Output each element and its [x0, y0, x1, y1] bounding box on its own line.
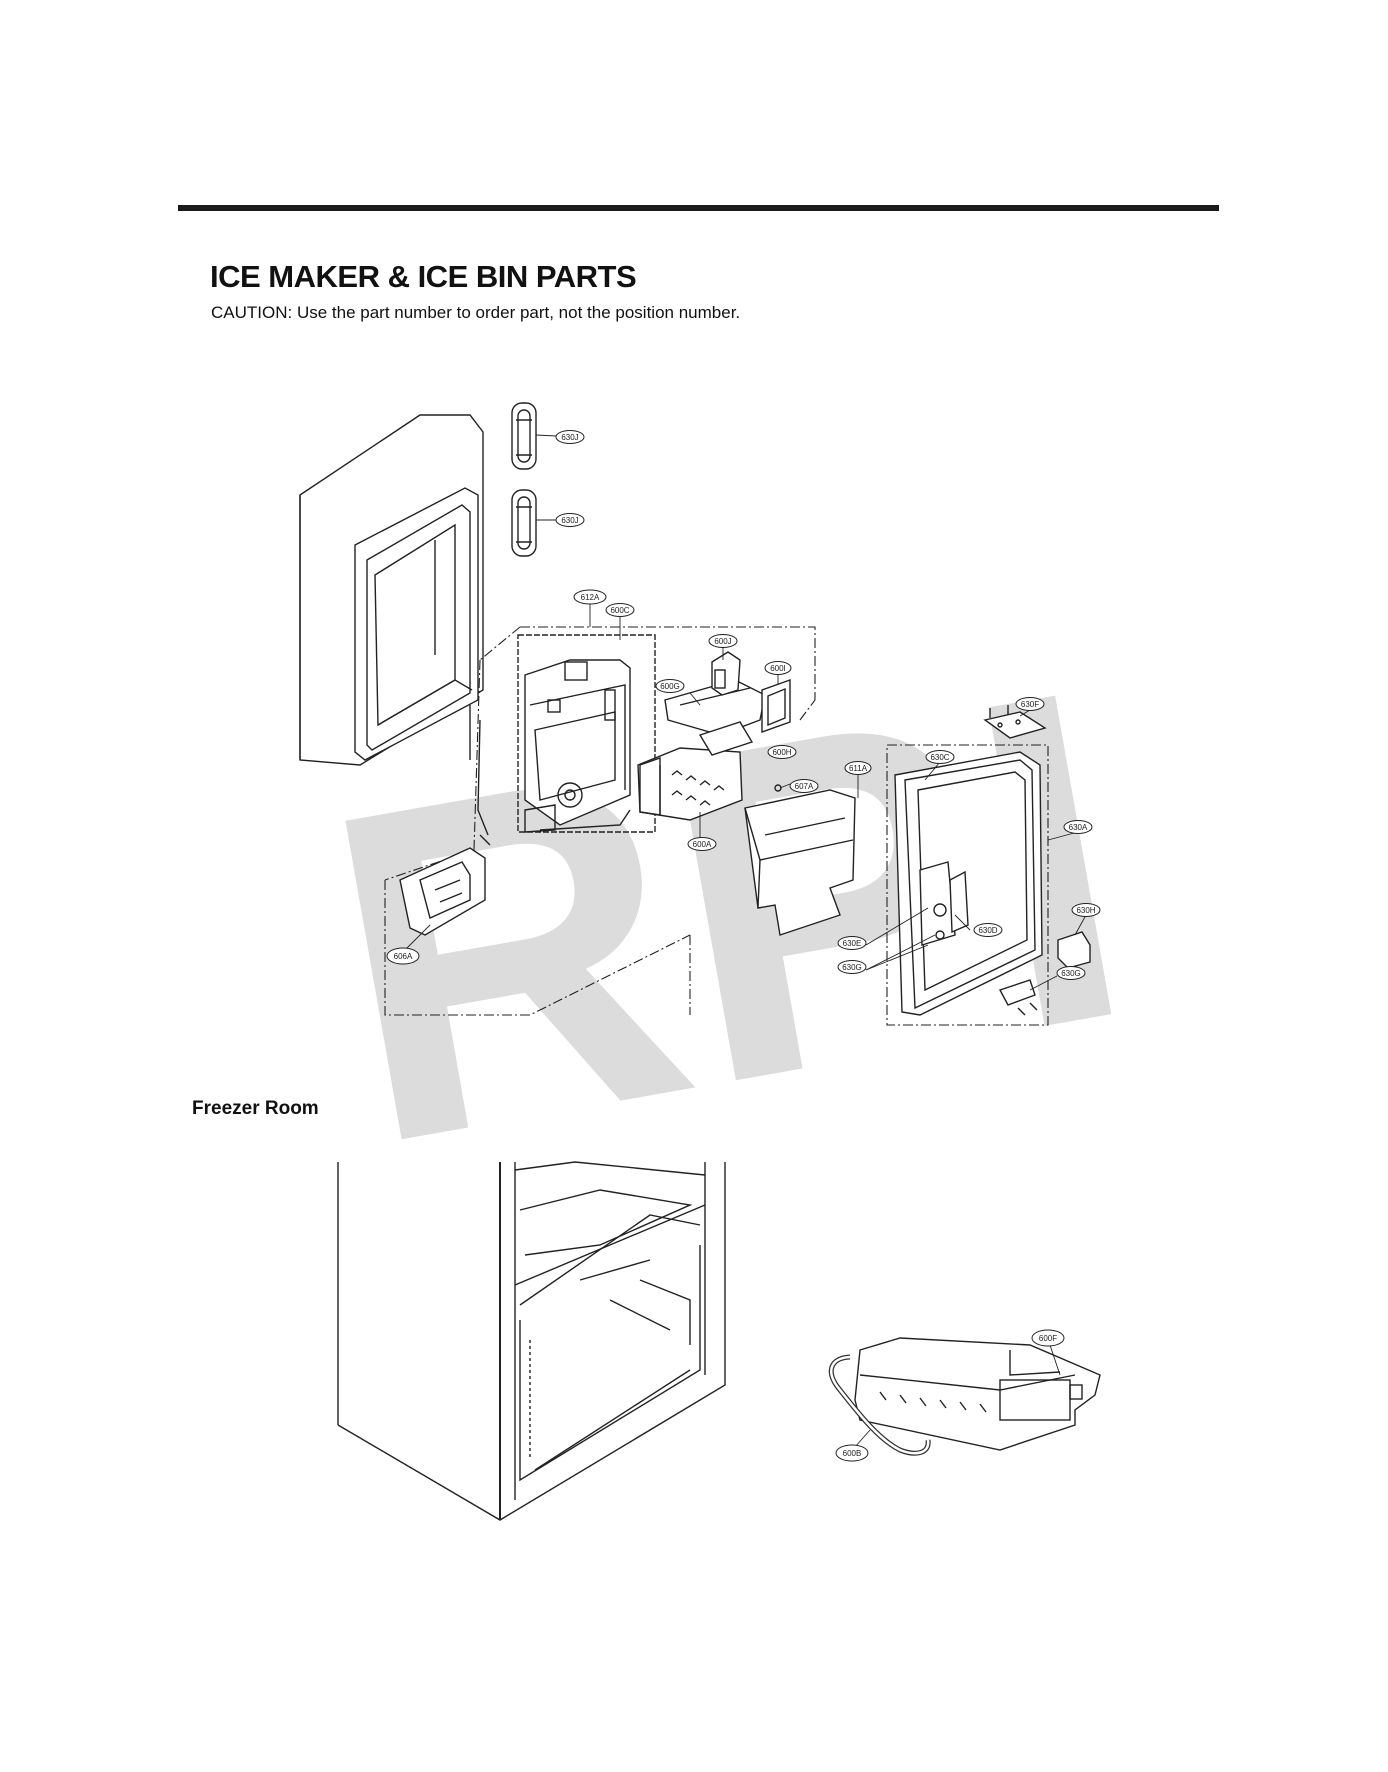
callout-630g-screw: 630G [837, 960, 867, 974]
freezer-cabinet [337, 1161, 726, 1521]
ice-maker-lever [711, 651, 741, 696]
callout-600f: 600F [1031, 1329, 1065, 1347]
callout-630a: 630A [1063, 820, 1093, 834]
callout-606a: 606A [386, 947, 420, 965]
svg-text:600G: 600G [660, 682, 680, 691]
callout-630d: 630D [973, 923, 1003, 937]
callout-630c: 630C [925, 750, 955, 764]
tube-clip-lower [511, 489, 537, 557]
svg-text:630C: 630C [930, 753, 949, 762]
svg-text:606A: 606A [394, 952, 413, 961]
tube-clip-upper [511, 402, 537, 470]
hinge-bracket-bottom [998, 979, 1038, 1016]
ice-bin [744, 789, 856, 936]
ice-bin-door [894, 751, 1043, 1016]
svg-text:600I: 600I [770, 664, 786, 673]
svg-text:630F: 630F [1021, 700, 1039, 709]
svg-text:600J: 600J [714, 637, 731, 646]
svg-text:611A: 611A [849, 764, 868, 773]
header-rule [178, 205, 1219, 211]
page-title: ICE MAKER & ICE BIN PARTS [210, 259, 637, 294]
svg-text:600A: 600A [693, 840, 712, 849]
svg-text:630J: 630J [561, 516, 578, 525]
callout-600b: 600B [835, 1444, 869, 1462]
callout-600i: 600I [764, 661, 792, 675]
ice-maker-sensor-pad [761, 679, 791, 733]
ice-maker-bail-arm [828, 1354, 931, 1456]
callout-630h: 630H [1071, 903, 1101, 917]
door-latch [1057, 931, 1091, 969]
door-dispenser-housing [299, 414, 489, 836]
assembly-boundary [384, 626, 1049, 1026]
callout-600j: 600J [708, 634, 738, 648]
svg-text:630D: 630D [978, 926, 997, 935]
section-label-freezer-room: Freezer Room [192, 1098, 319, 1119]
leader-lines [404, 434, 1087, 1448]
callout-600h: 600H [767, 745, 797, 759]
svg-text:600H: 600H [772, 748, 791, 757]
svg-text:630H: 630H [1076, 906, 1095, 915]
svg-text:630E: 630E [843, 939, 862, 948]
callout-630f: 630F [1015, 697, 1045, 711]
callout-630j-lower: 630J [555, 513, 585, 527]
callout-630g-bracket: 630G [1056, 966, 1086, 980]
svg-text:607A: 607A [795, 782, 814, 791]
callout-600c: 600C [605, 603, 635, 617]
svg-text:630G: 630G [1061, 969, 1081, 978]
callout-600g: 600G [655, 679, 685, 693]
caution-note: CAUTION: Use the part number to order pa… [211, 303, 741, 322]
callout-611a: 611A [844, 761, 872, 775]
callout-630j-upper: 630J [555, 430, 585, 444]
ice-maker-bracket-assembly [517, 634, 656, 833]
ice-maker-body [637, 747, 743, 821]
svg-text:630J: 630J [561, 433, 578, 442]
door-hinge-assembly [919, 861, 969, 946]
callout-630e: 630E [837, 936, 867, 950]
svg-text:600B: 600B [843, 1449, 862, 1458]
svg-text:600C: 600C [610, 606, 629, 615]
callout-607a: 607A [789, 779, 819, 793]
svg-text:600F: 600F [1039, 1334, 1057, 1343]
callout-600a: 600A [687, 837, 717, 851]
svg-text:612A: 612A [581, 593, 600, 602]
hinge-bracket-top [983, 705, 1047, 739]
svg-text:630G: 630G [842, 963, 862, 972]
ice-maker-unit [854, 1337, 1101, 1451]
auger-motor-bracket [399, 834, 491, 936]
callout-612a: 612A [573, 589, 607, 605]
svg-text:630A: 630A [1069, 823, 1088, 832]
